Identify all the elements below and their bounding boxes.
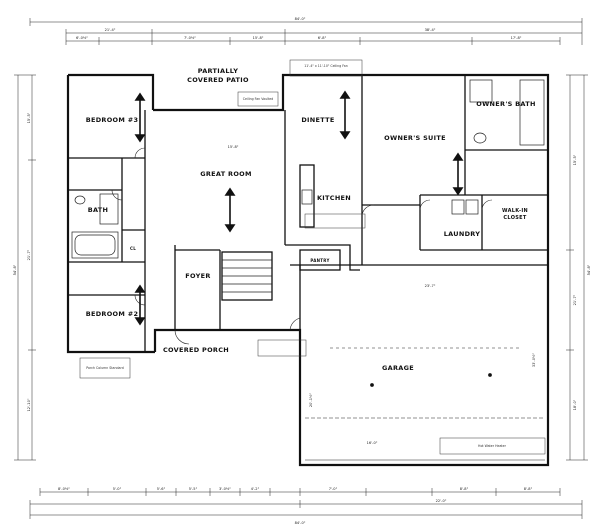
garage-depth-dimension-2: 20'-1½" [309,393,313,408]
room-label-owners-suite: OWNER'S SUITE [384,134,446,142]
overall-top-dimension: 84'-0" [295,17,306,21]
bottom-dimension-b: 5'-0" [113,487,122,491]
bottom-dimension-h: 8'-8" [460,487,469,491]
room-label-laundry: LAUNDRY [444,230,481,238]
garage-door-dimension: 16'-0" [367,441,378,445]
garage-note: Hot Water Heater [478,444,507,448]
right-dimension-a: 15'-5" [573,154,577,165]
room-label-pantry: PANTRY [310,258,329,263]
bottom-dimension-g: 7'-0" [329,487,338,491]
overall-bottom-dimension: 84'-0" [295,521,306,525]
bottom-dimension-e: 3'-0½" [219,487,231,491]
top-dimension-a: 6'-0½" [76,36,88,40]
room-label-covered-porch: COVERED PORCH [163,346,229,354]
left-dimension-c: 12'-10" [27,398,31,411]
room-label-foyer: FOYER [185,272,210,280]
bottom-dimension-d: 5'-5" [189,487,198,491]
room-label-patio-line-2: COVERED PATIO [187,76,249,84]
room-label-closet: CL [130,246,136,251]
garage-depth-dimension: 33'-0½" [532,353,536,368]
room-label-great-room: GREAT ROOM [200,170,252,178]
room-label-owners-bath: OWNER'S BATH [476,100,535,108]
left-dimension-b: 21'-7" [27,249,31,260]
room-label-walkin-line-1: WALK-IN [502,208,528,214]
room-label-dinette: DINETTE [301,116,334,124]
porch-note: Porch Column Standard [86,366,124,370]
span-arrows [134,90,464,326]
side-dimension-lines [14,74,588,461]
garage-width-dimension: 23'-7" [425,284,436,288]
interior-walls [68,75,548,352]
top-dimension-c: 15'-8" [253,36,264,40]
great-room-width-dimension: 15'-8" [228,145,239,149]
right-total-dimension: 54'-8" [587,264,591,275]
room-label-walkin-line-2: CLOSET [503,215,526,221]
right-dimension-b: 21'-7" [573,294,577,305]
bottom-dimension-lines [29,488,583,519]
top-dimension-e: 17'-8" [511,36,522,40]
great-room-note: Ceiling Fan Vaulted [243,97,273,101]
exterior-walls [66,73,550,467]
room-label-kitchen: KITCHEN [317,194,351,202]
top-dimension-b: 7'-0½" [184,36,196,40]
fixtures [71,79,545,293]
top-dimension-lines [29,18,583,45]
right-dimension-c: 18'-0" [573,399,577,410]
room-label-bath: BATH [88,206,109,214]
top-left-dimension: 21'-4" [105,28,116,32]
room-label-patio-line-1: PARTIALLY [198,67,238,75]
bottom-dimension-j: 22'-0" [436,499,447,503]
bottom-dimension-i: 8'-8" [524,487,533,491]
bottom-dimension-f: 4'-2" [251,487,260,491]
garage-details [305,347,545,461]
bottom-dimension-c: 5'-6" [157,487,166,491]
room-label-garage: GARAGE [382,364,414,372]
door-swings [111,147,493,345]
top-dimension-d: 6'-8" [318,36,327,40]
left-dimension-a: 15'-5" [27,112,31,123]
patio-note: 11'-4" x 11'-10" Ceiling Fan [304,64,348,68]
top-right-dimension: 38'-4" [425,28,436,32]
note-boxes [79,59,546,455]
room-label-bedroom-2: BEDROOM #2 [86,310,139,318]
bottom-dimension-a: 8'-0½" [58,487,70,491]
left-total-dimension: 54'-8" [13,264,17,275]
room-label-bedroom-3: BEDROOM #3 [86,116,139,124]
